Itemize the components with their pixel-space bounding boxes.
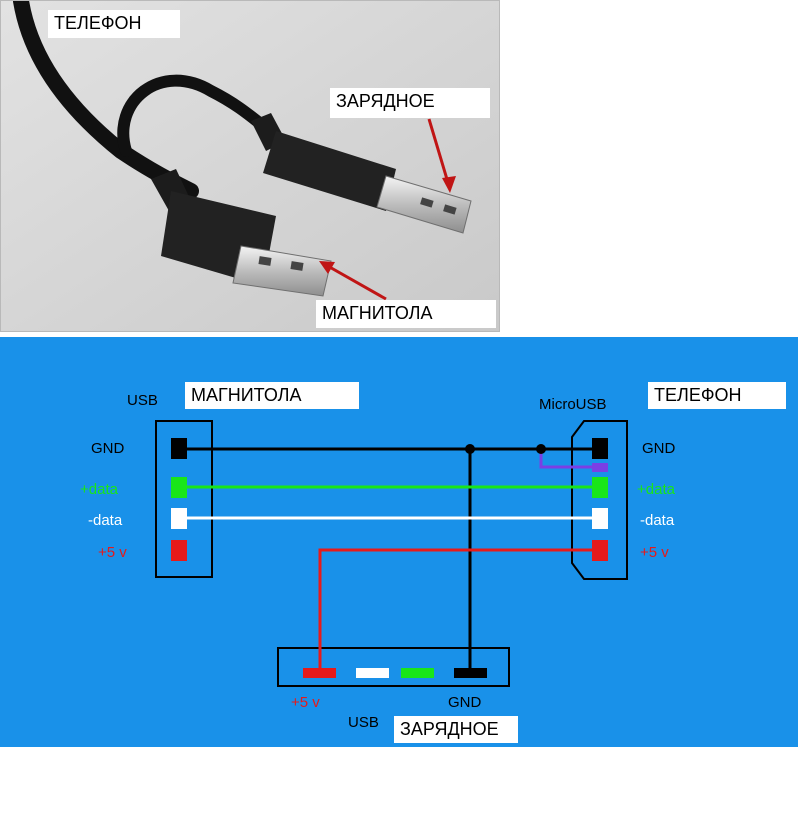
right-pin-id [592,463,608,472]
charger-plug [251,113,472,234]
arrow-charger [427,118,451,187]
y-cable-illustration [1,1,499,331]
right-label-gnd: GND [642,440,676,457]
left-usb-connector-body [155,420,213,578]
cable-photo [0,0,500,332]
right-connector-name: ТЕЛЕФОН [648,382,786,409]
left-connector-type-label: USB [127,392,158,409]
bottom-connector-name: ЗАРЯДНОЕ [394,716,518,743]
left-connector-name: МАГНИТОЛА [185,382,359,409]
junction-dot [536,444,546,454]
bottom-pin-data-minus [356,668,389,678]
right-pin-data-plus [592,477,608,498]
left-label-data-plus: +data [80,481,118,498]
right-label-v5: +5 v [640,544,669,561]
left-label-data-minus: -data [88,512,123,529]
junction-dot [465,444,475,454]
bottom-pin-data-plus [401,668,434,678]
left-pin-gnd [171,438,187,459]
bottom-usb-connector-body [277,647,510,687]
id-pin-jumper-wire [539,449,595,469]
photo-label-phone: ТЕЛЕФОН [48,10,180,38]
right-pin-v5 [592,540,608,561]
bottom-label-gnd: GND [448,694,482,711]
left-pin-v5 [171,540,187,561]
bottom-label-v5: +5 v [291,694,320,711]
left-label-gnd: GND [91,440,125,457]
arrow-radio [325,263,387,301]
right-label-data-plus: +data [637,481,675,498]
left-pin-data-plus [171,477,187,498]
right-pin-gnd [592,438,608,459]
right-microusb-connector-body [571,420,628,580]
wiring-diagram: USB МАГНИТОЛА MicroUSB ТЕЛЕФОН GND +data… [0,337,798,747]
radio-plug [151,169,332,297]
arrow-radio-head [319,261,335,274]
left-pin-data-minus [171,508,187,529]
left-label-v5: +5 v [98,544,127,561]
bottom-connector-type-label: USB [348,714,379,731]
photo-label-radio: МАГНИТОЛА [316,300,496,328]
bottom-pin-gnd [454,668,487,678]
right-label-data-minus: -data [640,512,675,529]
photo-label-charger: ЗАРЯДНОЕ [330,88,490,118]
wiring-svg [155,420,628,687]
right-connector-type-label: MicroUSB [539,396,607,413]
v5-wire [318,548,595,670]
bottom-pin-v5 [303,668,336,678]
right-pin-data-minus [592,508,608,529]
arrow-charger-head [442,176,456,193]
